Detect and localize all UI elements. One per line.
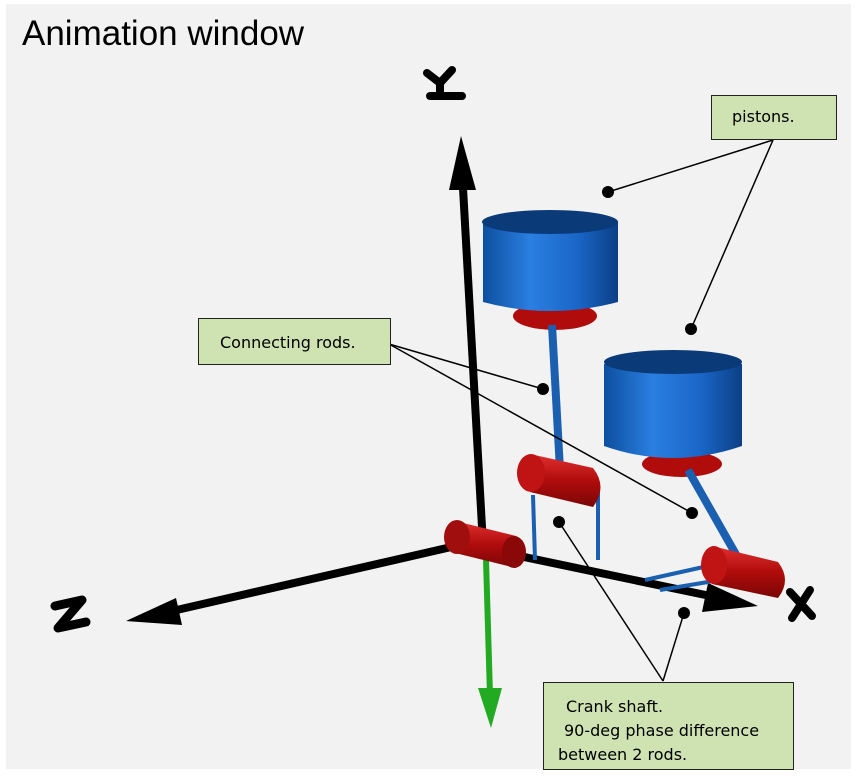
connecting-rod-lower: [684, 468, 742, 560]
pistons-callout-text: pistons.: [732, 107, 795, 126]
leader-lines: [388, 139, 774, 682]
piston-upper: [482, 210, 618, 330]
crank-shaft-callout-line-3: between 2 rods.: [558, 745, 688, 764]
y-axis-label: [423, 66, 466, 100]
piston-lower: [604, 350, 742, 477]
3d-scene: [50, 66, 816, 728]
leader-dots: [537, 186, 698, 619]
connecting-rods-callout: Connecting rods.: [198, 318, 391, 365]
pistons-callout: pistons.: [711, 95, 837, 140]
connecting-rod-upper: [548, 324, 564, 471]
upper-crank-cylinder: [517, 454, 601, 507]
animation-window: Animation window: [6, 4, 851, 770]
x-axis: [504, 549, 758, 612]
lower-crank-cylinder: [701, 546, 785, 598]
crank-shaft-callout-line-2: 90-deg phase difference: [564, 721, 760, 740]
down-axis: [478, 559, 502, 728]
crank-shaft-callout: Crank shaft. 90-deg phase difference bet…: [543, 682, 794, 770]
connecting-rods-callout-text: Connecting rods.: [220, 333, 356, 352]
main-crank-cylinder: [444, 520, 526, 568]
crank-shaft-callout-line-1: Crank shaft.: [566, 697, 664, 716]
x-axis-label: [786, 586, 816, 622]
y-axis: [449, 136, 487, 546]
z-axis-label: [50, 595, 91, 633]
z-axis: [126, 541, 461, 625]
window-title: Animation window: [22, 14, 305, 53]
